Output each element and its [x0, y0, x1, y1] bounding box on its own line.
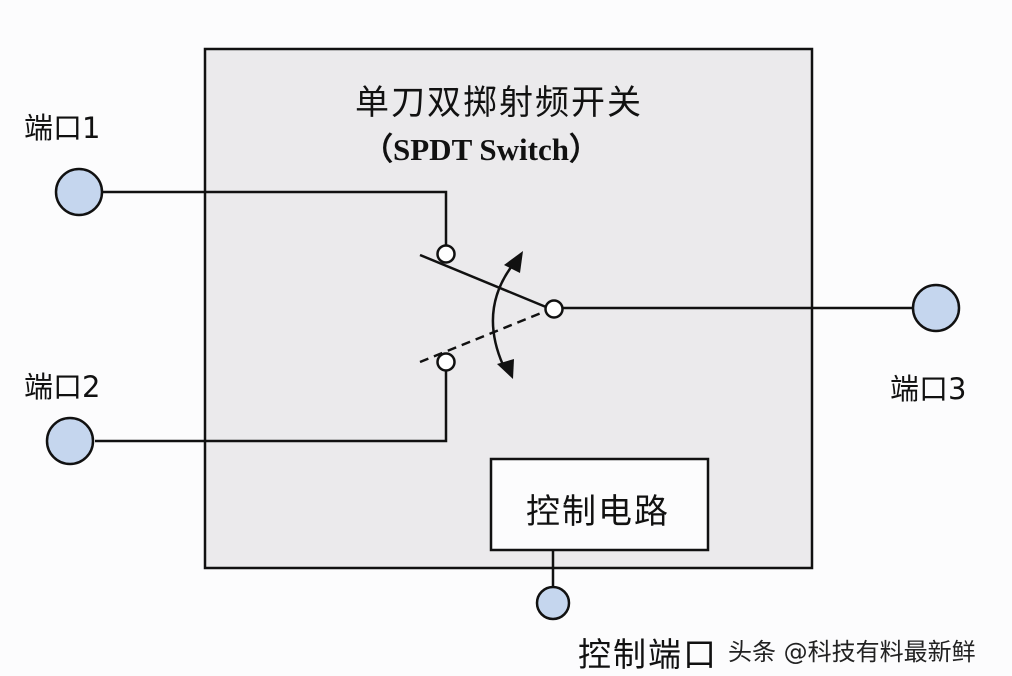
- switch-blade-active: [419, 253, 547, 309]
- title-chinese: 单刀双掷射频开关: [355, 83, 643, 123]
- contact-common: [544, 299, 564, 319]
- port1-label: 端口1: [24, 111, 101, 145]
- title-english: （SPDT Switch）: [362, 132, 600, 167]
- control-circuit-label: 控制电路: [526, 492, 670, 532]
- port2-terminal: [45, 416, 95, 466]
- port1-wire: [103, 190, 448, 246]
- contact-port1: [436, 244, 456, 264]
- port3-label: 端口3: [890, 372, 967, 406]
- control-port-label: 控制端口: [578, 635, 718, 674]
- switch-blade-alternate: [419, 309, 547, 364]
- port2-wire: [95, 370, 448, 443]
- control-circuit-box: [489, 457, 710, 552]
- port3-terminal: [911, 283, 961, 333]
- control-port-terminal: [535, 585, 571, 621]
- port1-terminal: [54, 167, 104, 217]
- arrow-head-down: [497, 359, 514, 379]
- toggle-arc-arrow: [491, 261, 516, 366]
- arrow-head-up: [504, 251, 523, 273]
- port2-label: 端口2: [24, 370, 101, 404]
- contact-port2: [436, 352, 456, 372]
- watermark: 头条 @科技有料最新鲜: [728, 638, 976, 666]
